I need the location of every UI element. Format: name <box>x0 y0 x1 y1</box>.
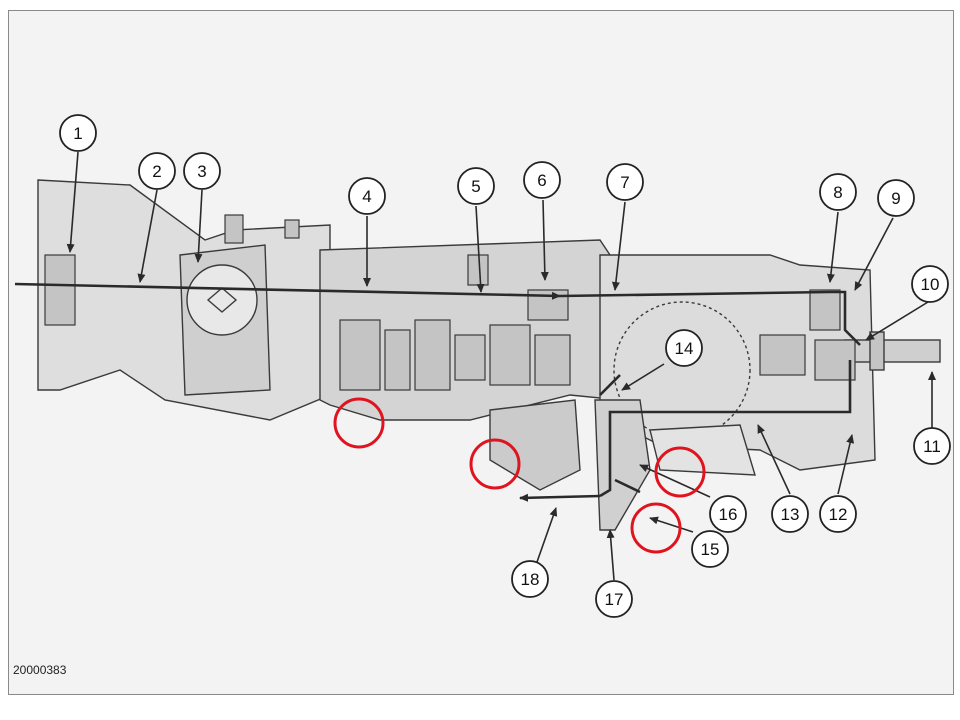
callout-3: 3 <box>183 152 221 190</box>
callout-circle <box>348 177 386 215</box>
callout-2: 2 <box>138 152 176 190</box>
callout-13: 13 <box>771 495 809 533</box>
callout-label: 14 <box>675 339 694 358</box>
callout-circle <box>665 329 703 367</box>
callout-circle <box>771 495 809 533</box>
highlight-plug-15 <box>630 502 682 554</box>
callout-label: 7 <box>620 173 629 192</box>
callout-label: 4 <box>362 187 371 206</box>
callout-label: 3 <box>197 162 206 181</box>
callout-9: 9 <box>877 179 915 217</box>
callout-label: 15 <box>701 540 720 559</box>
highlight-circles <box>333 397 706 554</box>
callout-circle <box>691 530 729 568</box>
lower-valve-body <box>489 399 581 491</box>
oil-passages <box>14 282 861 502</box>
callout-circle <box>457 167 495 205</box>
callout-7: 7 <box>606 163 644 201</box>
callout-1: 1 <box>59 114 97 152</box>
callout-label: 2 <box>152 162 161 181</box>
callout-circle <box>523 161 561 199</box>
callout-label: 6 <box>537 171 546 190</box>
callout-circle <box>511 560 549 598</box>
callout-5: 5 <box>457 167 495 205</box>
figure-id: 20000383 <box>13 663 67 677</box>
callout-circle <box>819 173 857 211</box>
callout-17: 17 <box>595 580 633 618</box>
callout-label: 13 <box>781 505 800 524</box>
callout-circle <box>911 265 949 303</box>
callout-11: 11 <box>913 427 951 465</box>
callout-circle <box>595 580 633 618</box>
callout-label: 5 <box>471 177 480 196</box>
leader-lines <box>66 151 936 581</box>
callout-circle <box>913 427 951 465</box>
highlight-drain-plug-a <box>333 397 385 449</box>
callout-circle <box>819 495 857 533</box>
callout-label: 1 <box>73 124 82 143</box>
callout-10: 10 <box>911 265 949 303</box>
callout-circle <box>138 152 176 190</box>
callout-label: 16 <box>719 505 738 524</box>
callout-label: 8 <box>833 183 842 202</box>
highlight-drain-plug-b <box>469 438 521 490</box>
callout-circle <box>606 163 644 201</box>
callout-18: 18 <box>511 560 549 598</box>
callout-label: 10 <box>921 275 940 294</box>
callout-circle <box>183 152 221 190</box>
oil-pipe-housing <box>649 424 756 476</box>
callout-label: 12 <box>829 505 848 524</box>
callout-label: 9 <box>891 189 900 208</box>
callout-circle <box>709 495 747 533</box>
callout-6: 6 <box>523 161 561 199</box>
rear-gear-outline <box>613 301 751 439</box>
internal-gears <box>44 214 856 391</box>
callout-label: 18 <box>521 570 540 589</box>
callout-label: 17 <box>605 590 624 609</box>
callout-circle <box>877 179 915 217</box>
highlight-plug-near-16 <box>654 446 706 498</box>
callout-4: 4 <box>348 177 386 215</box>
callout-16: 16 <box>709 495 747 533</box>
callout-circle <box>59 114 97 152</box>
callout-14: 14 <box>665 329 703 367</box>
callout-8: 8 <box>819 173 857 211</box>
callout-label: 11 <box>923 437 941 456</box>
callout-12: 12 <box>819 495 857 533</box>
callout-15: 15 <box>691 530 729 568</box>
